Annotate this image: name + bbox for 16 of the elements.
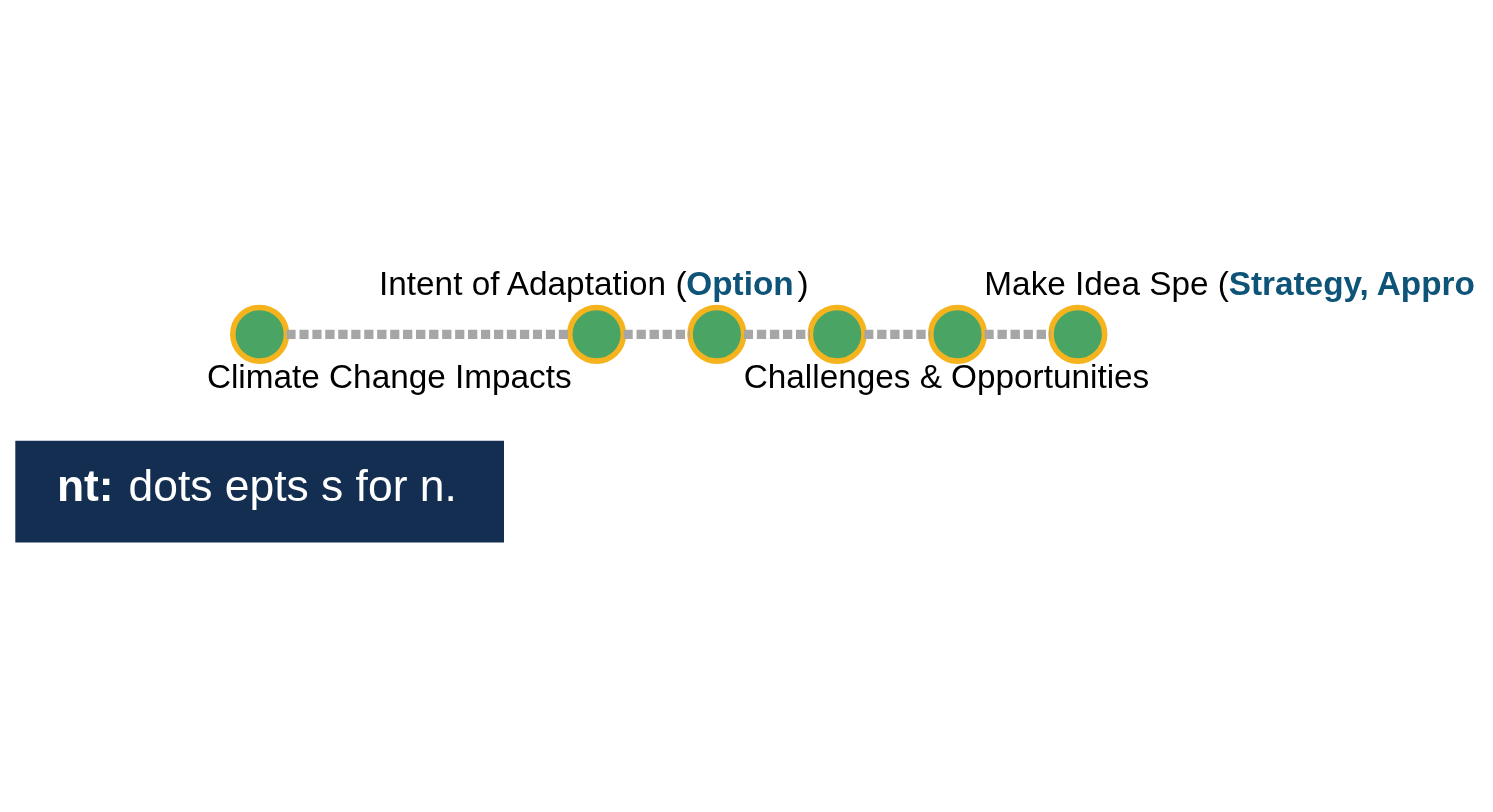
node-circle <box>687 304 747 364</box>
node-label: Make Idea Spe (Strategy, Appro <box>984 265 1475 303</box>
connector <box>984 329 1051 339</box>
node-label: Climate Change Impacts <box>206 357 572 395</box>
connector <box>744 329 811 339</box>
node-label: Intent of Adaptation (Option) <box>379 265 809 303</box>
node-circle <box>807 304 867 364</box>
connector <box>286 329 570 339</box>
node-circle <box>1048 304 1108 364</box>
connector <box>864 329 931 339</box>
connector <box>623 329 690 339</box>
node-box: nt: dots epts s for n. <box>15 440 504 543</box>
node-circle <box>230 304 290 364</box>
node-circle <box>566 304 627 364</box>
node-label: Challenges & Opportunities <box>743 357 1150 395</box>
node-circle <box>927 304 988 364</box>
